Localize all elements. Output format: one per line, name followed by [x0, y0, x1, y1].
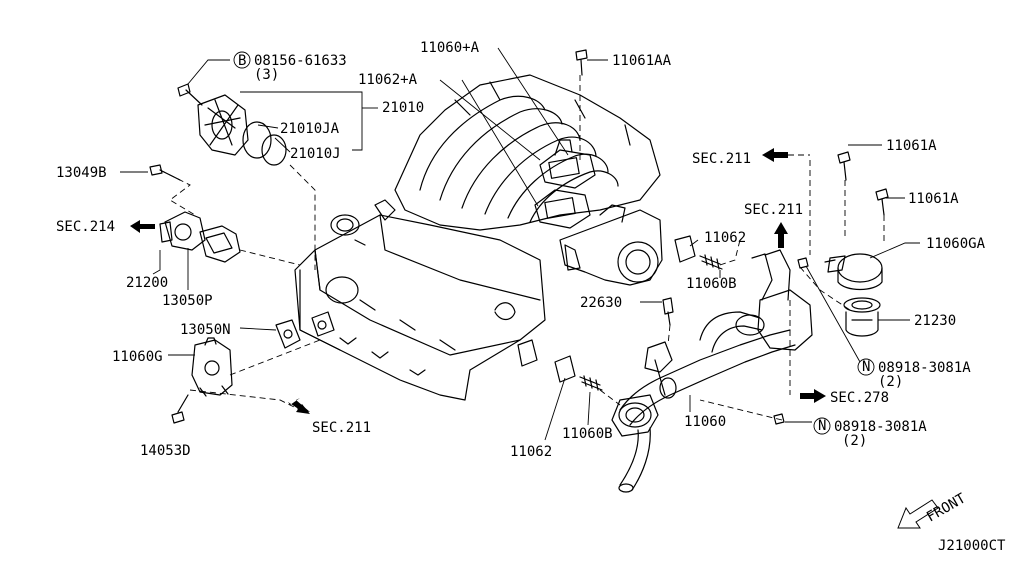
label-11061a-1: 11061A [886, 138, 937, 154]
label-sec211-low: SEC.211 [312, 420, 371, 436]
arrow-sec278-icon [800, 389, 826, 403]
label-21200: 21200 [126, 275, 168, 291]
studs-11060b [579, 254, 723, 391]
label-11062-plus-a: 11062+A [358, 72, 418, 88]
label-11061a-2: 11061A [908, 191, 959, 207]
label-21010: 21010 [382, 100, 424, 116]
nuts [773, 257, 809, 425]
label-08918-3081a-bot: 08918-3081A [834, 419, 927, 435]
label-11061aa: 11061AA [612, 53, 672, 69]
water-pump [177, 83, 287, 166]
label-11060g: 11060G [112, 349, 163, 365]
label-sec214: SEC.214 [56, 219, 115, 235]
label-08918-top-qty: (2) [878, 374, 903, 390]
engine-assembly [294, 74, 661, 401]
label-22630: 22630 [580, 295, 622, 311]
arrow-sec211-low-head-icon [296, 404, 310, 414]
leader-lines [120, 47, 920, 441]
label-13050p: 13050P [162, 293, 213, 309]
label-13050n: 13050N [180, 322, 231, 338]
water-pipe-11060 [611, 249, 813, 493]
temp-sensor-22630 [662, 297, 674, 326]
prefix-n-top: N [862, 359, 870, 375]
prefix-n-bot: N [818, 418, 826, 434]
label-14053d: 14053D [140, 443, 191, 459]
label-sec211-mid: SEC.211 [744, 202, 803, 218]
throttle-gasket-set [534, 139, 596, 229]
label-11060b-bot: 11060B [562, 426, 613, 442]
label-sec278: SEC.278 [830, 390, 889, 406]
throttle-body [559, 204, 663, 286]
prefix-b: B [238, 53, 246, 69]
pipe-gaskets [311, 235, 696, 383]
label-08156-qty: (3) [254, 67, 279, 83]
arrow-sec211-top-icon [762, 148, 788, 162]
label-11062-bot: 11062 [510, 444, 552, 460]
label-13049b: 13049B [56, 165, 107, 181]
arrow-sec214-icon [130, 220, 155, 233]
arrow-sec211-up-icon [774, 222, 788, 248]
direction-arrows [130, 148, 939, 529]
front-arrow-icon [897, 499, 939, 529]
diagram-code: J21000CT [938, 538, 1006, 554]
label-sec211-top: SEC.211 [692, 151, 751, 167]
label-11060ga: 11060GA [926, 236, 986, 252]
water-outlet-11060g [171, 319, 301, 424]
label-08918-bot-qty: (2) [842, 433, 867, 449]
label-11060: 11060 [684, 414, 726, 430]
label-11060-plus-a: 11060+A [420, 40, 480, 56]
label-11060b-top: 11060B [686, 276, 737, 292]
water-outlet-left [149, 164, 241, 263]
label-08156-61633: 08156-61633 [254, 53, 347, 69]
thermostat-housing [575, 49, 889, 337]
label-11062-top: 11062 [704, 230, 746, 246]
label-08918-3081a-top: 08918-3081A [878, 360, 971, 376]
label-21010j: 21010J [290, 146, 341, 162]
label-21010ja: 21010JA [280, 121, 340, 137]
label-21230: 21230 [914, 313, 956, 329]
circled-prefixes [233, 51, 875, 435]
label-front: FRONT [924, 490, 969, 525]
